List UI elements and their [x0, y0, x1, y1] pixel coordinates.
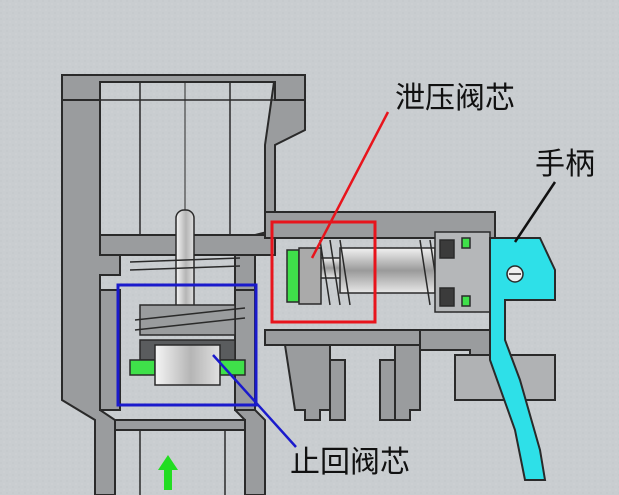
check-cage: [129, 304, 246, 386]
arrow-up-icon: [158, 455, 178, 490]
relief-core-body: [298, 247, 322, 305]
valve-body: [61, 74, 306, 495]
handle-shape: [489, 237, 556, 481]
check-valve-core-label: 止回阀芯: [290, 445, 410, 480]
relief-valve-core-label: 泄压阀芯: [395, 81, 515, 116]
check-spring-top: [129, 257, 241, 271]
relief-highlight-box: [270, 220, 377, 324]
relief-spring: [319, 239, 441, 306]
relief-rod-body: [339, 247, 436, 294]
check-highlight-box: [116, 283, 258, 407]
relief-leader-line: [310, 111, 390, 259]
handle-label: 手柄: [535, 147, 595, 182]
relief-bearing: [434, 231, 491, 313]
handle-leader-line: [513, 181, 557, 243]
check-leader-line: [212, 354, 297, 448]
relief-core-green: [286, 249, 300, 303]
